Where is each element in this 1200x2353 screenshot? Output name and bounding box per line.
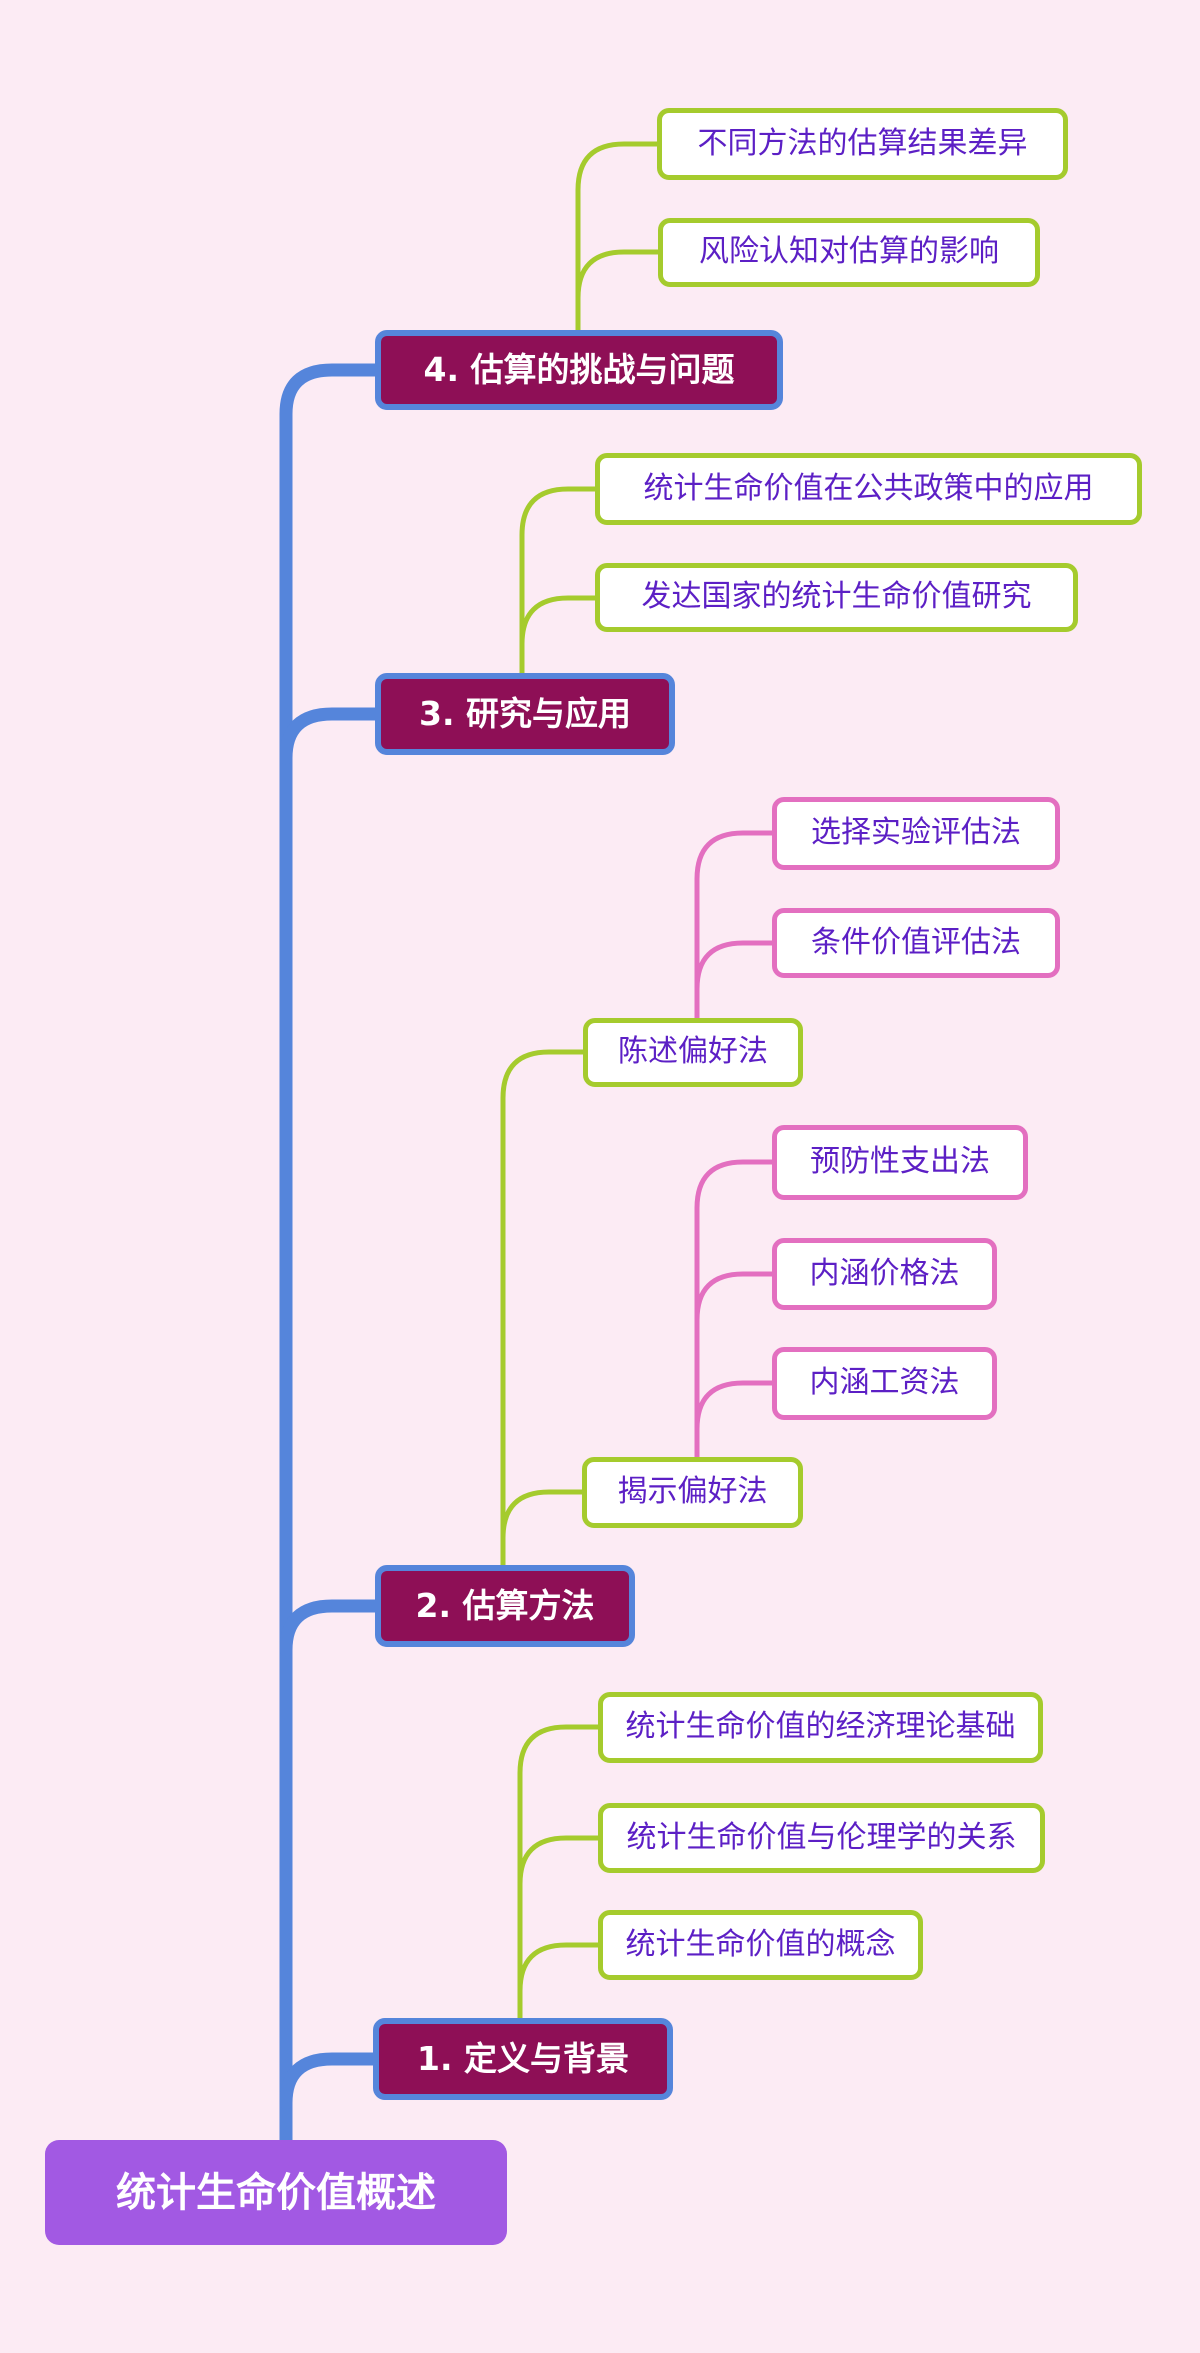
connector-stated-to-choice-experiment (694, 830, 778, 1021)
connector-spine-to-branch3 (279, 707, 385, 765)
connector-branch4-to-child2 (575, 249, 664, 333)
connector-branch4-to-child1 (575, 141, 663, 333)
leaf-node-economic-theory-basis[interactable]: 统计生命价值的经济理论基础 (598, 1692, 1043, 1763)
leaf-node-public-policy-application[interactable]: 统计生命价值在公共政策中的应用 (595, 453, 1142, 525)
connector-revealed-to-preventive-expenditure (694, 1159, 778, 1460)
leaf-node-choice-experiment-method[interactable]: 选择实验评估法 (772, 797, 1060, 870)
connector-spine-to-branch2 (279, 1599, 385, 1657)
connector-revealed-to-hedonic-wage (694, 1380, 778, 1460)
root-node[interactable]: 统计生命价值概述 (45, 2140, 507, 2245)
connector-branch2-to-stated-preference (500, 1049, 589, 1568)
connector-branch3-to-child1 (519, 486, 601, 676)
connector-branch1-to-child3 (517, 1942, 604, 2021)
branch-node-1-definition-background[interactable]: 1. 定义与背景 (373, 2018, 673, 2100)
connector-root-to-branch4-spine (279, 363, 385, 2147)
connector-spine-to-branch1 (279, 2052, 383, 2110)
connector-branch2-to-revealed-preference (500, 1489, 588, 1568)
leaf-node-developed-countries-research[interactable]: 发达国家的统计生命价值研究 (595, 563, 1078, 632)
leaf-node-preventive-expenditure-method[interactable]: 预防性支出法 (772, 1125, 1028, 1200)
leaf-node-revealed-preference-method[interactable]: 揭示偏好法 (582, 1457, 803, 1528)
connector-stated-to-contingent-valuation (694, 940, 778, 1021)
connector-branch1-to-child2 (517, 1835, 604, 2021)
branch-node-4-estimation-challenges[interactable]: 4. 估算的挑战与问题 (375, 330, 783, 410)
leaf-node-vsl-concept[interactable]: 统计生命价值的概念 (598, 1910, 923, 1980)
leaf-node-ethics-relationship[interactable]: 统计生命价值与伦理学的关系 (598, 1803, 1045, 1873)
connector-revealed-to-hedonic-price (694, 1271, 778, 1460)
leaf-node-hedonic-wage-method[interactable]: 内涵工资法 (772, 1347, 997, 1420)
leaf-node-stated-preference-method[interactable]: 陈述偏好法 (583, 1018, 803, 1087)
leaf-node-method-result-differences[interactable]: 不同方法的估算结果差异 (657, 108, 1068, 180)
leaf-node-hedonic-price-method[interactable]: 内涵价格法 (772, 1238, 997, 1310)
leaf-node-contingent-valuation-method[interactable]: 条件价值评估法 (772, 908, 1060, 978)
branch-node-2-estimation-methods[interactable]: 2. 估算方法 (375, 1565, 635, 1647)
connector-branch3-to-child2 (519, 595, 601, 676)
leaf-node-risk-perception-impact[interactable]: 风险认知对估算的影响 (658, 218, 1040, 287)
connector-branch1-to-child1 (517, 1724, 604, 2021)
branch-node-3-research-application[interactable]: 3. 研究与应用 (375, 673, 675, 755)
